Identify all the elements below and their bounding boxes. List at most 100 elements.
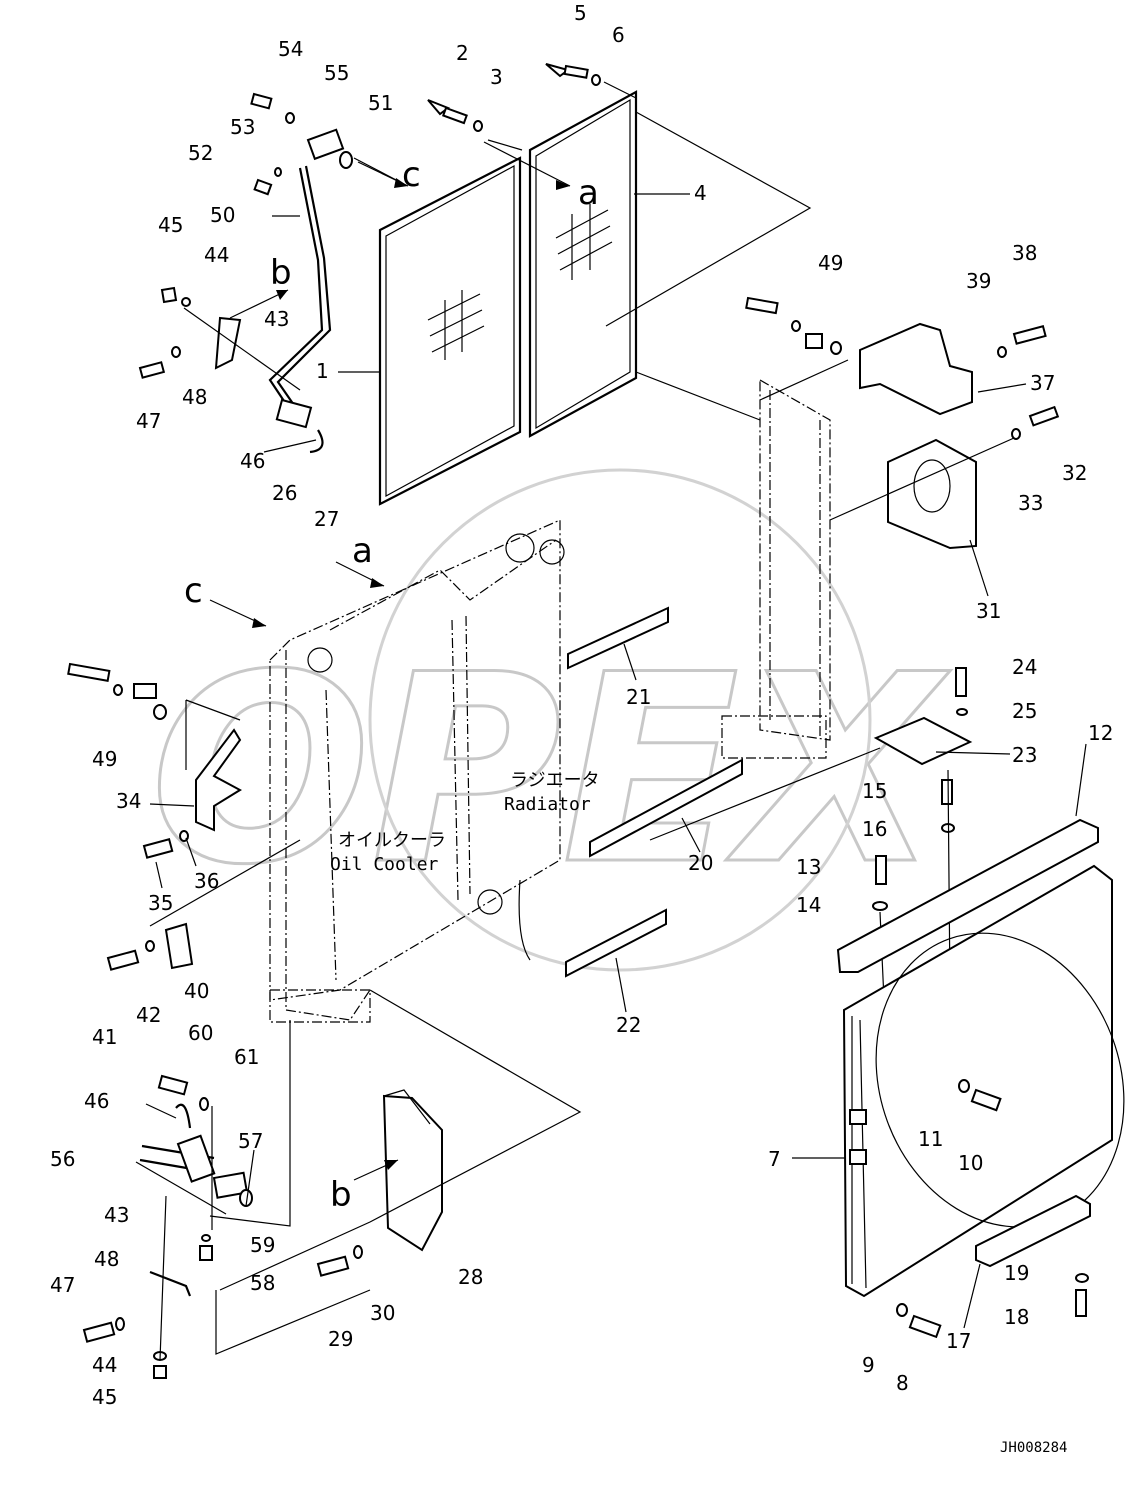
part-number: 8 [896, 1371, 909, 1395]
radiator-label-en: Radiator [504, 794, 591, 815]
bracket-34 [185, 699, 243, 832]
part-number: 21 [626, 685, 651, 709]
part-number: 53 [230, 115, 255, 139]
part-number: 60 [188, 1021, 213, 1045]
part-number: 38 [1012, 241, 1037, 265]
part-number: 57 [238, 1129, 263, 1153]
part-number: 33 [1018, 491, 1043, 515]
part-number: 46 [240, 449, 265, 473]
part-number: 48 [94, 1247, 119, 1271]
part-number: 28 [458, 1265, 483, 1289]
part-number: 43 [264, 307, 289, 331]
view-marker-a-mid: a [352, 531, 373, 571]
part-number: 24 [1012, 655, 1037, 679]
view-marker-b-bottom: b [330, 1175, 352, 1215]
part-number: 49 [92, 747, 117, 771]
part-number: 52 [188, 141, 213, 165]
part-number: 48 [182, 385, 207, 409]
view-marker-a-top: a [578, 173, 599, 213]
part-number: 12 [1088, 721, 1113, 745]
part-number: 9 [862, 1353, 875, 1377]
part-number: 45 [92, 1385, 117, 1409]
part-number: 46 [84, 1089, 109, 1113]
part-number: 58 [250, 1271, 275, 1295]
view-marker-c-mid: c [184, 571, 203, 611]
part-number: 50 [210, 203, 235, 227]
part-number: 55 [324, 61, 349, 85]
part-number: 10 [958, 1151, 983, 1175]
oil-cooler-label-jp: オイルクーラ [338, 830, 446, 851]
part-number: 32 [1062, 461, 1087, 485]
part-number: 47 [136, 409, 161, 433]
screen-4 [528, 90, 638, 438]
part-number: 26 [272, 481, 297, 505]
small-parts-fan [896, 1079, 1089, 1339]
part-number: 25 [1012, 699, 1037, 723]
small-parts-left-bottom [82, 1074, 363, 1379]
leader-lines [135, 193, 1087, 1329]
stay-rod-50 [268, 128, 345, 454]
part-number: 36 [194, 869, 219, 893]
part-number: 39 [966, 269, 991, 293]
watermark: OPEX [149, 468, 952, 972]
part-number: 27 [314, 507, 339, 531]
part-number: 19 [1004, 1261, 1029, 1285]
part-number: 49 [818, 251, 843, 275]
bracket-17 [975, 1194, 1091, 1268]
view-arrows [209, 141, 571, 1181]
radiator-assembly [269, 519, 565, 1023]
part-number: 31 [976, 599, 1001, 623]
part-number: 4 [694, 181, 707, 205]
seal-21 [567, 606, 669, 670]
bracket-31 [887, 438, 977, 550]
view-marker-b-top: b [270, 253, 292, 293]
part-number: 6 [612, 23, 625, 47]
part-number: 17 [946, 1329, 971, 1353]
part-number: 44 [92, 1353, 117, 1377]
small-parts-left-top [138, 92, 353, 379]
part-number: 11 [918, 1127, 943, 1151]
part-number: 56 [50, 1147, 75, 1171]
part-number: 13 [796, 855, 821, 879]
part-number: 35 [148, 891, 173, 915]
part-number: 40 [184, 979, 209, 1003]
wing-bolt-5 [545, 63, 601, 86]
fan-shroud-7 [842, 864, 1125, 1298]
part-number: 37 [1030, 371, 1055, 395]
bracket-37 [859, 322, 973, 416]
part-number: 47 [50, 1273, 75, 1297]
small-parts-right-top [745, 296, 1060, 440]
drawing-code: JH008284 [1000, 1440, 1067, 1456]
part-number: 16 [862, 817, 887, 841]
part-number: 23 [1012, 743, 1037, 767]
part-number: 34 [116, 789, 141, 813]
view-marker-c-top: c [402, 155, 421, 195]
part-number: 54 [278, 37, 303, 61]
pipe-56 [139, 1103, 253, 1207]
part-number: 51 [368, 91, 393, 115]
part-number: 42 [136, 1003, 161, 1027]
part-number: 44 [204, 243, 229, 267]
bracket-28 [382, 1089, 443, 1252]
part-number: 61 [234, 1045, 259, 1069]
part-number: 30 [370, 1301, 395, 1325]
part-number: 2 [456, 41, 469, 65]
part-number: 7 [768, 1147, 781, 1171]
part-number: 1 [316, 359, 329, 383]
part-number: 45 [158, 213, 183, 237]
wing-bolt-2 [427, 99, 483, 132]
part-number: 22 [616, 1013, 641, 1037]
part-number: 29 [328, 1327, 353, 1351]
part-number: 3 [490, 65, 503, 89]
oil-cooler-label-en: Oil Cooler [330, 854, 439, 875]
part-number-callouts: 1 2 3 4 5 6 7 8 9 10 11 12 13 14 15 16 1… [50, 1, 1113, 1409]
part-number: 41 [92, 1025, 117, 1049]
radiator-label-jp: ラジエータ [510, 770, 600, 791]
part-number: 20 [688, 851, 713, 875]
seal-20 [589, 758, 743, 858]
part-number: 5 [574, 1, 587, 25]
part-number: 18 [1004, 1305, 1029, 1329]
part-number: 14 [796, 893, 821, 917]
shroud-12 [836, 818, 1099, 973]
part-number: 59 [250, 1233, 275, 1257]
